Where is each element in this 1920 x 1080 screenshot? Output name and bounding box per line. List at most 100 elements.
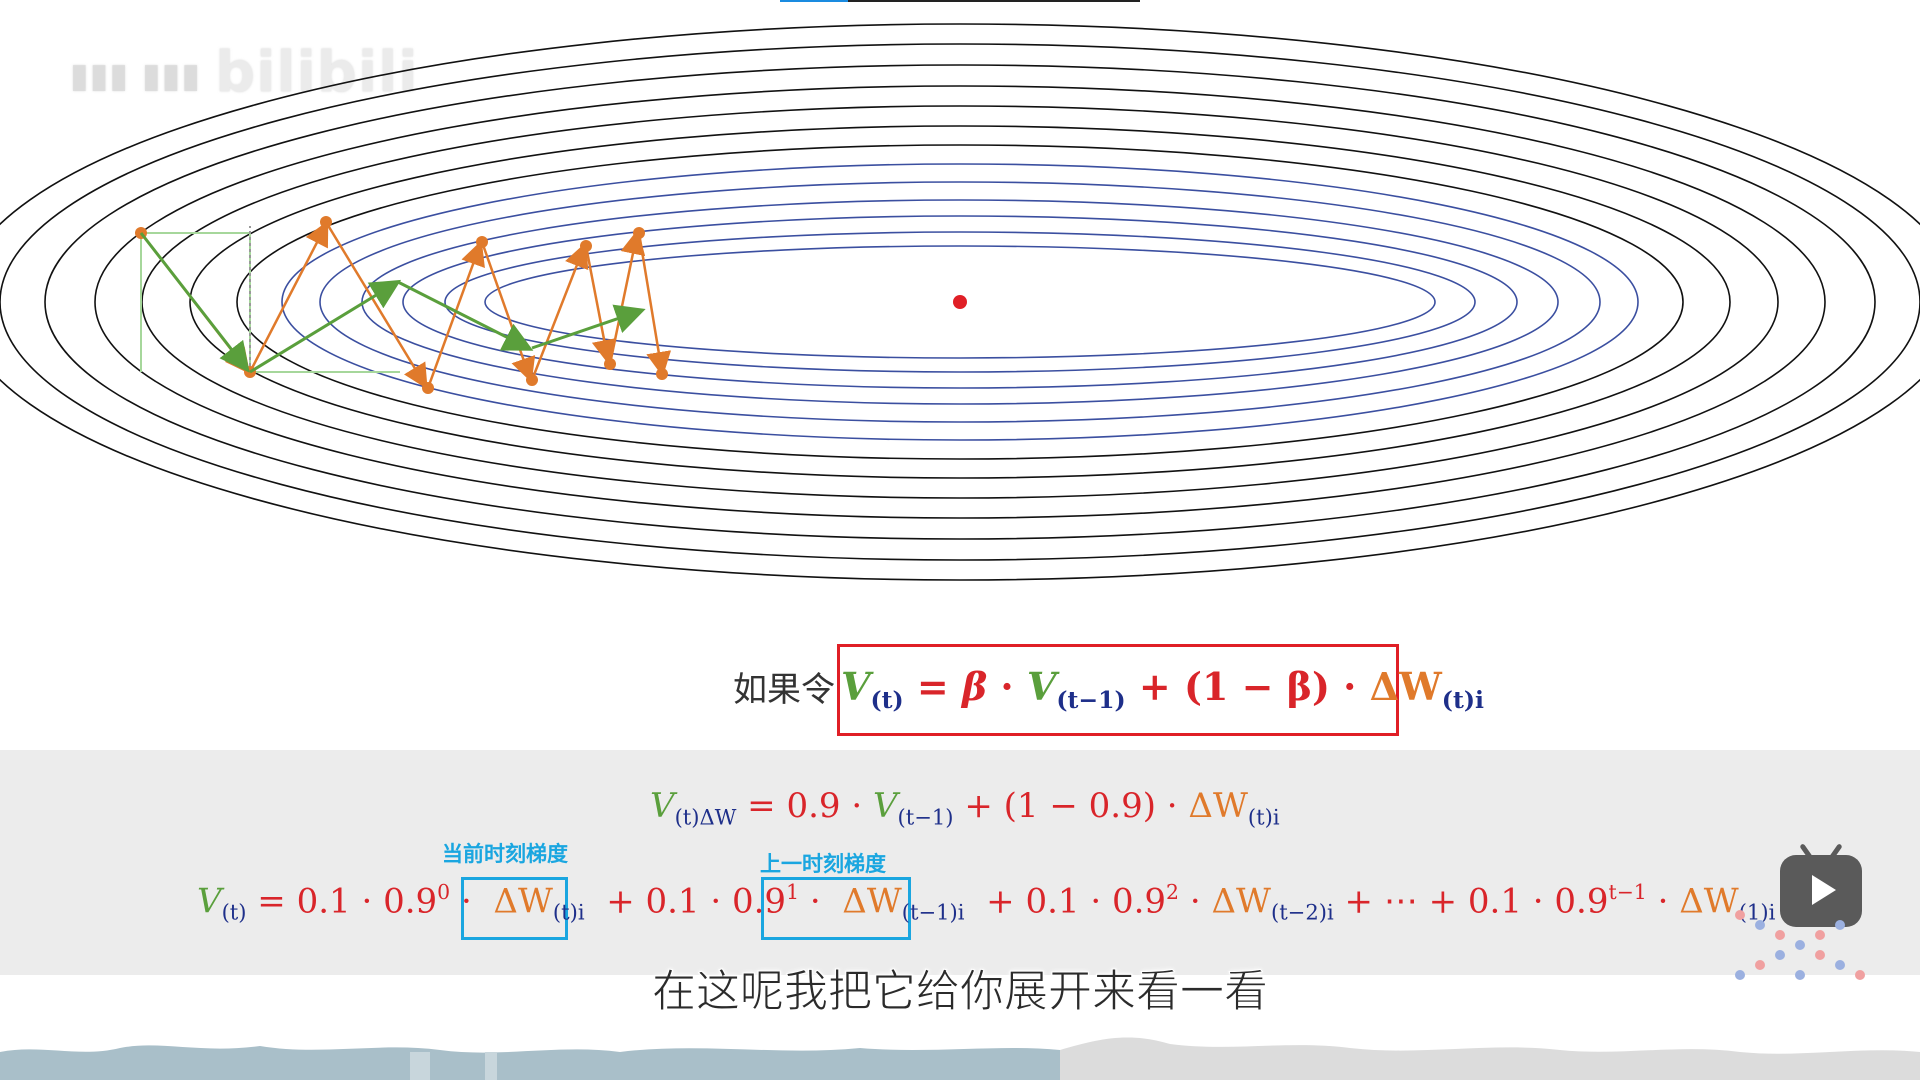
logo-dot	[1795, 940, 1805, 950]
logo-dot	[1735, 970, 1745, 980]
formula-panel	[0, 750, 1920, 975]
eq-sup: t−1	[1608, 880, 1647, 904]
previous-gradient-box	[761, 877, 911, 940]
eq-op: ·	[987, 664, 1027, 709]
eq-sub: i	[1474, 686, 1484, 715]
eq-term: (1 − β)	[1183, 664, 1330, 709]
equation-main-highlight-box	[837, 644, 1399, 736]
sgd-step	[530, 242, 589, 381]
equation-expanded: V(t) = 0.1 · 0.90 · ΔW(t)i + 0.1 · 0.91 …	[197, 880, 1775, 925]
momentum-step	[139, 232, 250, 373]
eq-var: V	[1026, 664, 1057, 709]
sgd-step	[584, 245, 617, 365]
eq-sub: (t)	[1247, 804, 1273, 830]
eq-op: ·	[1329, 664, 1370, 709]
contour-ellipse	[402, 215, 1518, 389]
equation-main: V(t) = β · V(t−1) + (1 − β) · ΔW(t)i	[841, 664, 1484, 714]
logo-dot	[1775, 930, 1785, 940]
logo-dot	[1775, 950, 1785, 960]
eq-sub: i	[1272, 804, 1280, 830]
eq-sub: (t)	[221, 899, 247, 925]
sgd-step	[426, 240, 485, 389]
eq-var: V	[872, 786, 898, 826]
logo-dot	[1815, 950, 1825, 960]
eq-sup: 2	[1166, 880, 1180, 904]
logo-dot	[1855, 970, 1865, 980]
sgd-point	[604, 358, 616, 370]
previous-gradient-label: 上一时刻梯度	[760, 852, 886, 876]
contour-ellipse	[0, 23, 1920, 581]
sgd-point	[656, 368, 668, 380]
eq-sup: 0	[437, 880, 451, 904]
logo-dot	[1795, 970, 1805, 980]
momentum-path	[139, 232, 646, 374]
waveform-remaining	[1060, 1037, 1920, 1080]
bilibili-watermark: ▮▮▮ ▮▮▮ bilibili	[70, 40, 418, 105]
minimum-point	[953, 295, 967, 309]
eq-term: + 0.1 · 0.9	[986, 881, 1167, 922]
sgd-step	[248, 220, 329, 373]
logo-dot	[1735, 910, 1745, 920]
waveform-gap	[410, 1052, 430, 1080]
eq-sub: i	[957, 899, 965, 925]
logo-dot	[1835, 920, 1845, 930]
eq-sub: (t−1)	[901, 899, 958, 925]
eq-term: + ⋯ + 0.1 · 0.9	[1333, 881, 1609, 922]
eq-var: ΔW	[1679, 881, 1739, 922]
eq-term: + 0.1 · 0.9	[606, 881, 787, 922]
logo-dot	[1755, 920, 1765, 930]
eq-op: ·	[450, 881, 472, 922]
momentum-step	[531, 304, 646, 350]
uploader-watermark: ▮▮▮ ▮▮▮	[70, 55, 202, 96]
eq-sub: (t−1)	[1056, 686, 1126, 715]
contour-ellipse	[484, 245, 1436, 359]
current-gradient-label: 当前时刻梯度	[442, 842, 568, 866]
sgd-step	[608, 229, 646, 365]
contour-diagram	[0, 23, 1920, 581]
eq-sup: 1	[786, 880, 800, 904]
sgd-point	[422, 382, 434, 394]
audio-waveform[interactable]	[0, 1030, 1920, 1080]
sgd-step	[324, 221, 428, 390]
eq-sub: (t)ΔW	[674, 804, 737, 830]
eq-var: ΔW	[1211, 881, 1271, 922]
contour-ellipse	[319, 181, 1601, 423]
eq-var: V	[841, 664, 871, 709]
eq-sub: (t−1)	[897, 804, 954, 830]
sgd-step	[637, 232, 672, 377]
contour-ellipse	[189, 125, 1731, 479]
eq-sub: (t)	[1441, 686, 1475, 715]
eq-var: ΔW	[1369, 664, 1442, 709]
eq-var: ΔW	[1188, 786, 1248, 826]
sgd-point	[320, 216, 332, 228]
logo-dot	[1755, 960, 1765, 970]
eq-var: ΔW	[842, 881, 902, 922]
current-gradient-box	[461, 877, 568, 940]
equation-main-prefix: 如果令	[733, 670, 835, 710]
eq-sub: i	[1768, 899, 1776, 925]
eq-term: = 0.1 · 0.9	[246, 881, 438, 922]
video-progress-bar[interactable]	[780, 0, 1140, 2]
eq-sub: (t−2)	[1270, 899, 1327, 925]
bilibili-tv-button[interactable]	[1780, 855, 1862, 927]
eq-var: β	[961, 664, 988, 709]
contour-ellipse	[94, 85, 1826, 519]
eq-op: + (1 − 0.9) ·	[953, 786, 1189, 826]
logo-dot	[1815, 930, 1825, 940]
eq-var: V	[197, 881, 222, 922]
dots-logo-icon	[1735, 910, 1865, 980]
contour-ellipse	[444, 231, 1476, 373]
eq-sub: (t)	[552, 899, 578, 925]
video-progress-fill	[780, 0, 849, 2]
sgd-point	[526, 374, 538, 386]
eq-op: ·	[1646, 881, 1680, 922]
waveform-gap	[485, 1052, 497, 1080]
play-icon	[1812, 875, 1836, 905]
eq-sub: (t)	[870, 686, 904, 715]
eq-var: ΔW	[493, 881, 553, 922]
bilibili-logo-text: bilibili	[215, 40, 419, 105]
contour-ellipse	[0, 43, 1920, 561]
eq-op: ·	[799, 881, 821, 922]
eq-sub: i	[1326, 899, 1334, 925]
sgd-point	[633, 227, 645, 239]
